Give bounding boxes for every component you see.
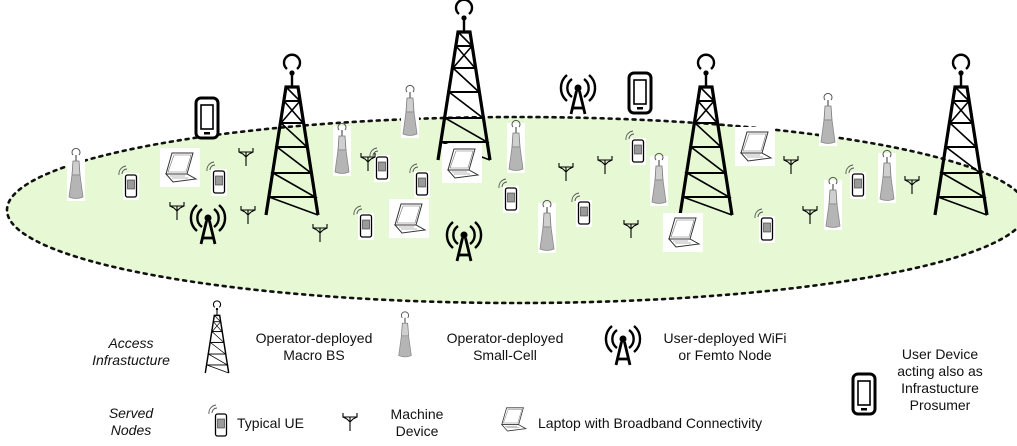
laptop-icon [388,198,430,239]
legend-served-category: Served Nodes [108,405,154,438]
wifi-femto-icon [604,324,642,367]
small-cell-icon [332,122,352,177]
wifi-femto-icon [559,73,597,116]
laptop-icon [159,147,201,188]
small-cell-icon [506,119,526,174]
prosumer-device-icon [627,71,653,115]
small-cell-icon [649,152,669,207]
machine-device-icon [342,412,358,432]
small-cell-icon [818,92,838,147]
small-cell-icon [823,176,843,231]
prosumer-device-icon [194,96,220,140]
legend-laptop-label: Laptop with Broadband Connectivity [538,415,763,431]
laptop-icon [441,143,483,184]
legend-access-category: Access Infrastucture [92,335,170,368]
legend-small-cell-label: Operator-deployed Small-Cell [446,330,564,363]
legend-wifi-femto-label: User-deployed WiFi or Femto Node [663,330,787,363]
small-cell-icon [66,147,86,202]
legend-machine-device-label: Machine Device [390,406,444,439]
small-cell-icon [877,149,897,204]
macro-bs-icon [204,300,230,374]
small-cell-icon [396,311,414,360]
legend-typical-ue-label: Typical UE [237,415,304,431]
phone-icon [208,404,230,440]
legend-prosumer-label: User Device acting also as Infrastucture… [897,346,983,413]
prosumer-device-icon [851,372,877,416]
small-cell-icon [537,199,557,254]
laptop-icon [662,212,704,253]
small-cell-icon [400,84,420,139]
laptop-icon [734,126,776,167]
laptop-icon [496,403,530,436]
legend-macro-bs-label: Operator-deployed Macro BS [255,330,373,363]
